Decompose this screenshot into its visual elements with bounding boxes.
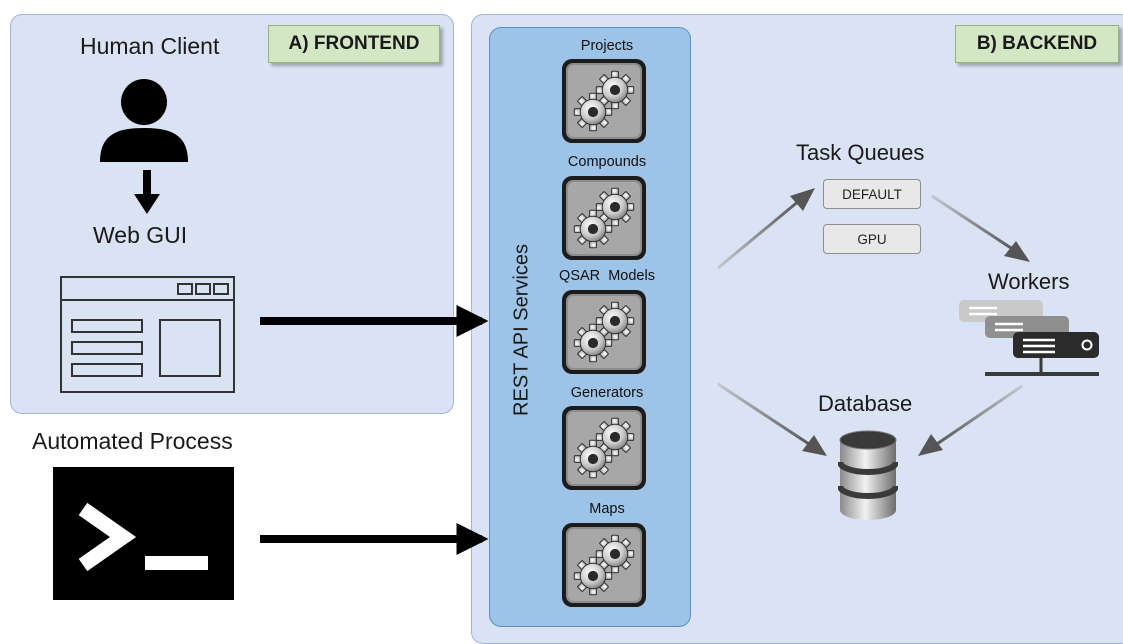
service-label-maps: Maps (589, 501, 625, 517)
database-icon (838, 430, 898, 520)
gears-icon (562, 59, 646, 143)
queue-gpu: GPU (823, 224, 921, 254)
workers-label: Workers (988, 269, 1070, 294)
database-label: Database (818, 391, 913, 416)
service-label-qsar-models: QSAR Models (559, 268, 655, 284)
gears-icon (562, 290, 646, 374)
service-label-compounds: Compounds (567, 154, 647, 170)
frontend-tag: A) FRONTEND (268, 25, 440, 63)
queue-default: DEFAULT (823, 179, 921, 209)
frontend-panel (10, 14, 454, 414)
workers-to-database-arrow (918, 384, 1023, 456)
arrow-down-icon (134, 170, 160, 214)
gears-icon (562, 523, 646, 607)
browser-window-icon (60, 276, 235, 393)
server-stack-icon (959, 300, 1099, 376)
service-label-generators: Generators (570, 385, 644, 401)
user-icon (100, 79, 188, 162)
automated-process-label: Automated Process (32, 428, 233, 454)
human-client-label: Human Client (80, 33, 220, 59)
service-label-projects: Projects (580, 38, 634, 54)
web-gui-label: Web GUI (93, 222, 188, 248)
queues-to-workers-arrow (931, 194, 1030, 262)
api-to-queues-arrow (717, 188, 815, 270)
api-to-database-arrow (717, 382, 827, 456)
terminal-icon (53, 467, 234, 600)
gears-icon (562, 406, 646, 490)
backend-tag: B) BACKEND (955, 25, 1119, 63)
gears-icon (562, 176, 646, 260)
task-queues-label: Task Queues (796, 140, 925, 165)
